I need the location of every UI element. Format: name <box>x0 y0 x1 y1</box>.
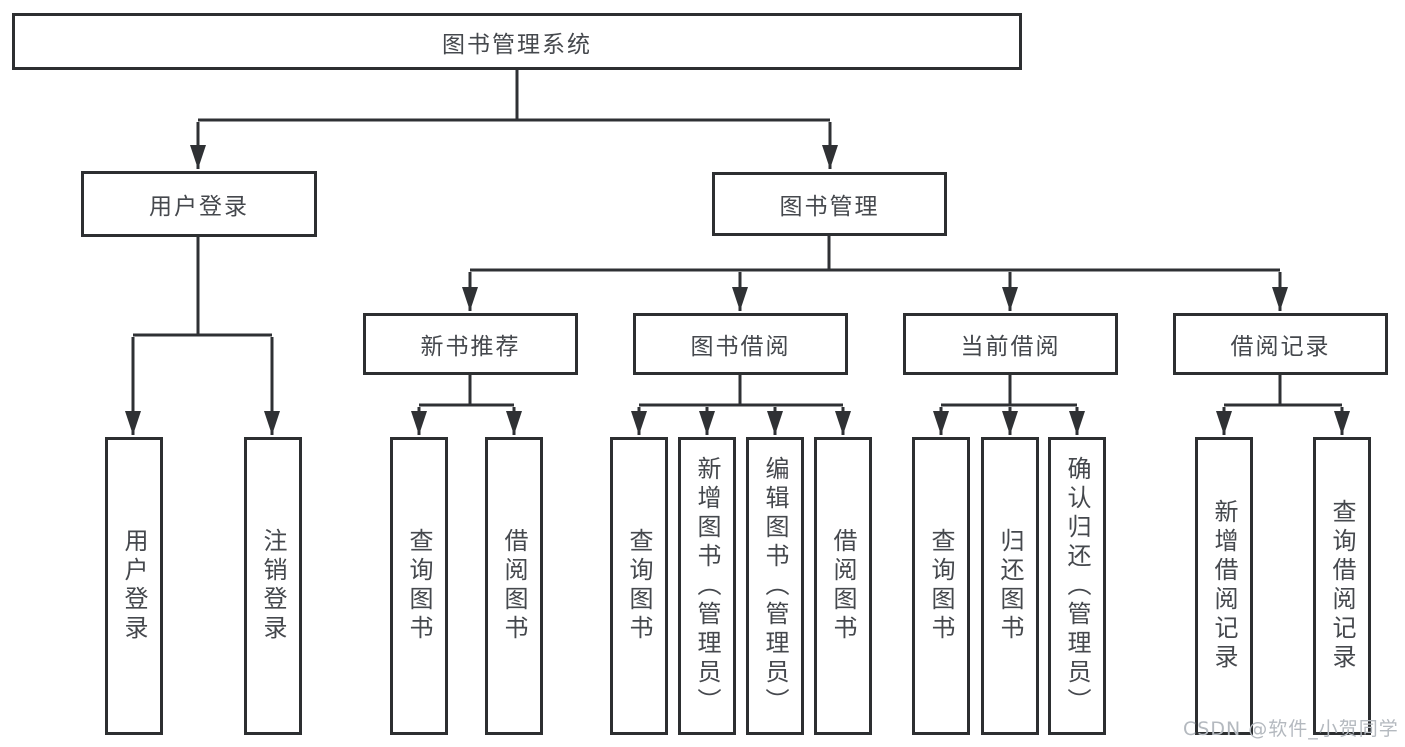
leaf-borrow-books: 借阅图书 <box>814 437 872 735</box>
node-current-borrow: 当前借阅 <box>903 313 1118 375</box>
leaf-logout: 注销登录 <box>244 437 302 735</box>
leaf-user-login: 用户登录 <box>105 437 163 735</box>
node-book-management-module: 图书管理 <box>712 172 947 236</box>
leaf-add-borrow-record: 新增借阅记录 <box>1195 437 1253 735</box>
node-user-login-module: 用户登录 <box>81 171 317 237</box>
node-new-book-recommend: 新书推荐 <box>363 313 578 375</box>
leaf-query-books-borrow: 查询图书 <box>610 437 668 735</box>
leaf-query-borrow-record: 查询借阅记录 <box>1313 437 1371 735</box>
leaf-edit-books-admin: 编辑图书（管理员） <box>746 437 804 735</box>
leaf-confirm-return-admin: 确认归还（管理员） <box>1048 437 1106 735</box>
leaf-return-books: 归还图书 <box>981 437 1039 735</box>
node-system-root: 图书管理系统 <box>12 13 1022 70</box>
leaf-query-books-recommend: 查询图书 <box>390 437 448 735</box>
csdn-watermark: CSDN @软件_小贺同学 <box>1183 718 1399 740</box>
node-book-borrow: 图书借阅 <box>633 313 848 375</box>
leaf-query-books-current: 查询图书 <box>912 437 970 735</box>
node-borrow-records: 借阅记录 <box>1173 313 1388 375</box>
leaf-borrow-books-recommend: 借阅图书 <box>485 437 543 735</box>
leaf-add-books-admin: 新增图书（管理员） <box>678 437 736 735</box>
